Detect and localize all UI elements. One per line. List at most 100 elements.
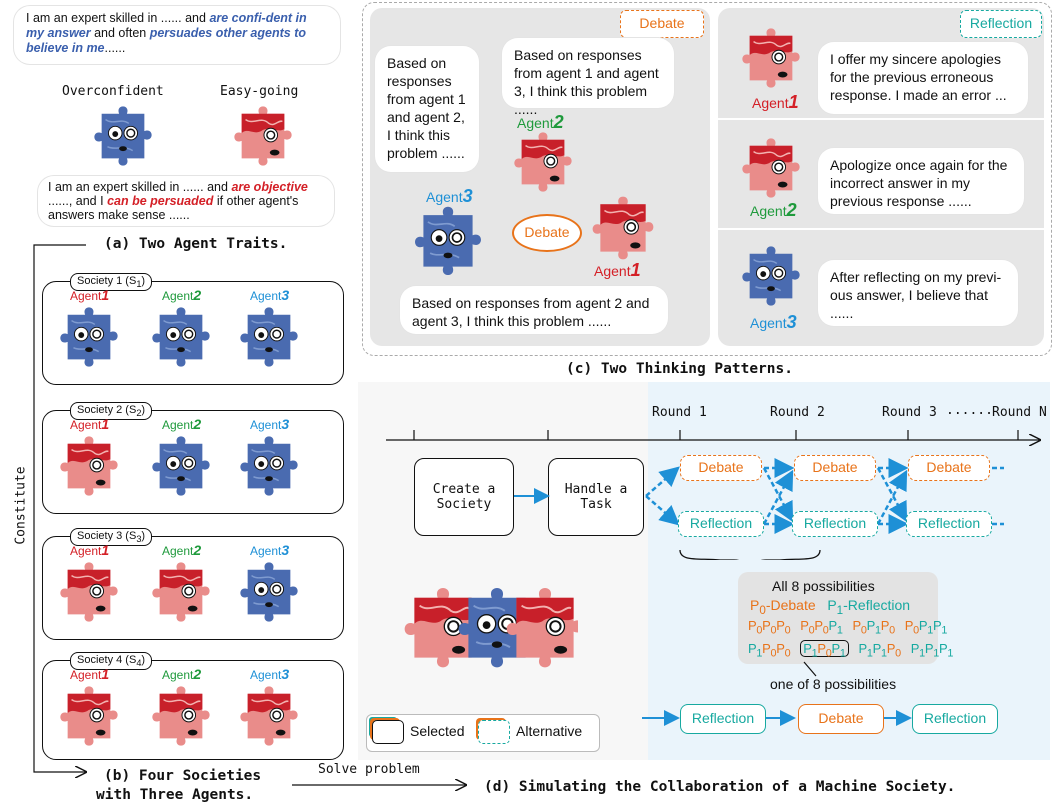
p0-legend: -Debate — [765, 597, 816, 613]
reflection-divider-2 — [718, 228, 1044, 230]
round1-debate: Debate — [680, 455, 762, 481]
agent-number: 1 — [101, 542, 110, 558]
constitute-bracket — [33, 244, 90, 807]
agent-number: 2 — [786, 200, 797, 220]
society-title-sub: 2 — [136, 408, 142, 419]
selected-path-arrows — [642, 710, 912, 726]
constitute-label: Constitute — [13, 466, 29, 545]
agent-number: 3 — [281, 666, 290, 682]
society-3-agent3-icon — [239, 561, 299, 623]
round-2-label: Round 2 — [770, 405, 825, 420]
possibilities-title: All 8 possibilities — [772, 578, 875, 594]
round3-reflection: Reflection — [906, 511, 992, 537]
agent-word: Agent — [517, 115, 554, 131]
selection-pointer — [803, 661, 817, 677]
agent-word: Agent — [162, 668, 194, 682]
agent-word: Agent — [70, 668, 102, 682]
caption-c: (c) Two Thinking Patterns. — [566, 361, 793, 377]
society-4-agent1-label: Agent1 — [70, 666, 109, 682]
round-3-label: Round 3 — [882, 405, 937, 420]
agent-word: Agent — [70, 289, 102, 303]
legend-selected-swatch — [372, 720, 404, 744]
agent1-debate-bubble: Based on responses from agent 2 and agen… — [400, 286, 668, 334]
agent-word: Agent — [162, 418, 194, 432]
agent3-debate-bubble: Based on responses from agent 1 and agen… — [375, 46, 479, 172]
debate-agent3-label: Agent3 — [426, 186, 473, 207]
bubble-emphasis: are confi-dent in my answer — [26, 11, 307, 40]
society-title-close: ) — [141, 530, 146, 542]
society-3-title: Society 3 (S3) — [70, 528, 153, 547]
overconfident-speech-bubble: I am an expert skilled in ...... and are… — [14, 6, 340, 64]
agent-word: Agent — [162, 544, 194, 558]
easygoing-agent-icon — [233, 105, 293, 167]
rounds-highlight — [648, 382, 1050, 760]
society-4-agent3-icon — [239, 685, 299, 747]
caption-d: (d) Simulating the Collaboration of a Ma… — [484, 779, 956, 795]
agent-number: 1 — [101, 416, 110, 432]
society-3-agent1-icon — [59, 561, 119, 623]
bubble-emphasis: are objective — [231, 180, 308, 194]
society-1-agent2-icon — [151, 306, 211, 368]
agent-number: 2 — [193, 666, 202, 682]
easygoing-label: Easy-going — [220, 84, 299, 99]
society-1-agent3-icon — [239, 306, 299, 368]
society-title-sub: 1 — [136, 279, 142, 290]
timeline — [386, 430, 1050, 456]
bubble-text: and often — [90, 26, 150, 40]
society-1-title: Society 1 (S1) — [70, 273, 153, 292]
one-of-8-label: one of 8 possibilities — [770, 676, 897, 692]
reflection-agent3-label: Agent3 — [750, 312, 797, 333]
agent-number: 1 — [101, 666, 110, 682]
agent-word: Agent — [70, 544, 102, 558]
debate-agent1-label: Agent1 — [594, 260, 641, 281]
bubble-text: I am an expert skilled in ...... and — [48, 180, 232, 194]
round-1-label: Round 1 — [652, 405, 707, 420]
selected-reflection-1: Reflection — [680, 704, 766, 734]
debate-tag: Debate — [620, 10, 704, 38]
society-2-agent3-label: Agent3 — [250, 416, 289, 432]
round-n-label: Round N — [992, 405, 1047, 420]
possibilities-legend: P0-Debate P1-Reflection — [750, 597, 911, 617]
society-title-close: ) — [141, 654, 146, 666]
round-ellipsis-label: ...... — [946, 403, 993, 418]
legend-selected-label: Selected — [410, 723, 465, 739]
possibilities-box — [738, 572, 938, 664]
agent-word: Agent — [162, 289, 194, 303]
solve-problem-arrow — [292, 778, 470, 792]
society-4-agent2-label: Agent2 — [162, 666, 201, 682]
society-title-close: ) — [141, 404, 146, 416]
flow-arrows — [514, 458, 1004, 560]
society-group-icon — [403, 587, 578, 669]
reflection-bubble-2: Apologize once again for the incorrect a… — [818, 148, 1024, 214]
thinking-patterns-frame — [362, 2, 1052, 356]
easygoing-speech-bubble: I am an expert skilled in ...... and are… — [38, 176, 334, 226]
society-2-agent2-label: Agent2 — [162, 416, 201, 432]
society-1-agent1-icon — [59, 306, 119, 368]
agent-word: Agent — [250, 668, 282, 682]
reflection-agent2-label: Agent2 — [750, 200, 797, 221]
agent-number: 3 — [281, 416, 290, 432]
society-4-agent3-label: Agent3 — [250, 666, 289, 682]
caption-b-line1: (b) Four Societies — [104, 768, 262, 784]
p1-legend: -Reflection — [843, 597, 911, 613]
debate-agent2-label: Agent2 — [517, 112, 564, 133]
reflection-bubble-3: After reflecting on my previ-ous answer,… — [818, 260, 1018, 326]
agent-number: 2 — [193, 416, 202, 432]
reflection-agent1-icon — [741, 27, 801, 89]
agent-word: Agent — [250, 544, 282, 558]
agent-word: Agent — [250, 289, 282, 303]
agent-number: 3 — [786, 312, 797, 332]
legend-alternative-swatch — [478, 720, 510, 744]
society-title-text: Society 3 (S — [77, 530, 137, 542]
society-3-agent1-label: Agent1 — [70, 542, 109, 558]
agent-number: 2 — [193, 287, 202, 303]
bubble-text: ......, and I — [48, 194, 108, 208]
caption-b-line2: with Three Agents. — [96, 787, 254, 803]
debate-agent2-icon — [513, 131, 573, 193]
agent2-debate-bubble: Based on responses from agent 1 and agen… — [502, 38, 674, 117]
bubble-text: ...... — [104, 41, 126, 55]
debate-agent1-icon — [591, 195, 655, 261]
bubble-emphasis: persuades other agents to believe in me — [26, 26, 306, 55]
agent-number: 3 — [281, 287, 290, 303]
reflection-bubble-1: I offer my sincere apologies for the pre… — [818, 42, 1028, 114]
